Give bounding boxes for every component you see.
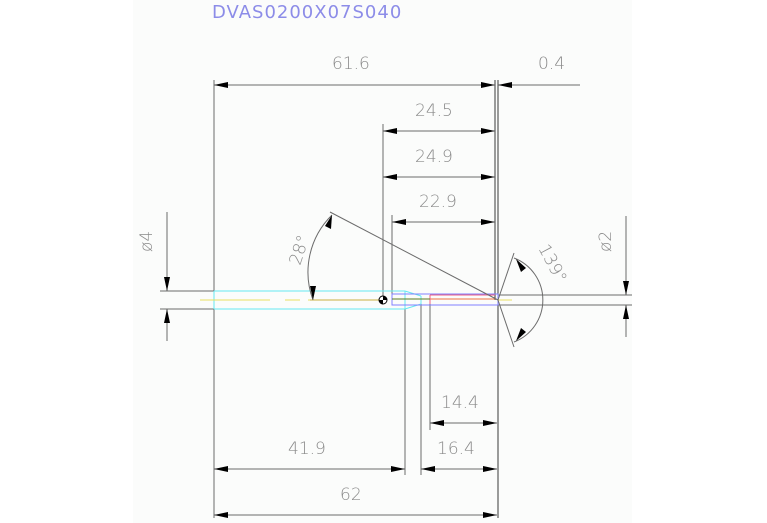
dim-0-4-label: 0.4: [538, 54, 565, 74]
dim-diameter-2: ø2: [498, 216, 632, 337]
dim-61-6-label: 61.6: [332, 54, 370, 74]
dim-diameter-4-label: ø4: [137, 231, 157, 252]
dim-angle-28-label: 28°: [286, 233, 314, 268]
dim-diameter-2-label: ø2: [596, 231, 616, 252]
dim-0-4: 0.4: [498, 54, 580, 88]
dim-62: 62: [214, 485, 497, 518]
dim-41-9-label: 41.9: [288, 439, 326, 459]
dim-16-4-label: 16.4: [437, 439, 475, 459]
dim-angle-139: 139°: [497, 241, 571, 348]
dim-24-9-label: 24.9: [415, 147, 453, 167]
dim-24-5: 24.5: [383, 101, 495, 134]
dim-14-4: 14.4: [430, 393, 497, 426]
part-number-title: DVAS0200X07S040: [212, 2, 402, 23]
dim-22-9-label: 22.9: [419, 192, 457, 212]
dim-41-9: 41.9: [214, 439, 405, 472]
dim-62-label: 62: [340, 485, 362, 505]
dim-22-9: 22.9: [392, 192, 495, 225]
dim-61-6: 61.6: [214, 54, 495, 88]
dim-diameter-4: ø4: [137, 212, 214, 341]
tool-body: [200, 290, 512, 310]
dim-angle-139-label: 139°: [534, 241, 571, 287]
dim-24-9: 24.9: [383, 147, 495, 180]
dim-24-5-label: 24.5: [415, 101, 453, 121]
dim-16-4: 16.4: [421, 439, 497, 472]
dim-14-4-label: 14.4: [441, 393, 479, 413]
